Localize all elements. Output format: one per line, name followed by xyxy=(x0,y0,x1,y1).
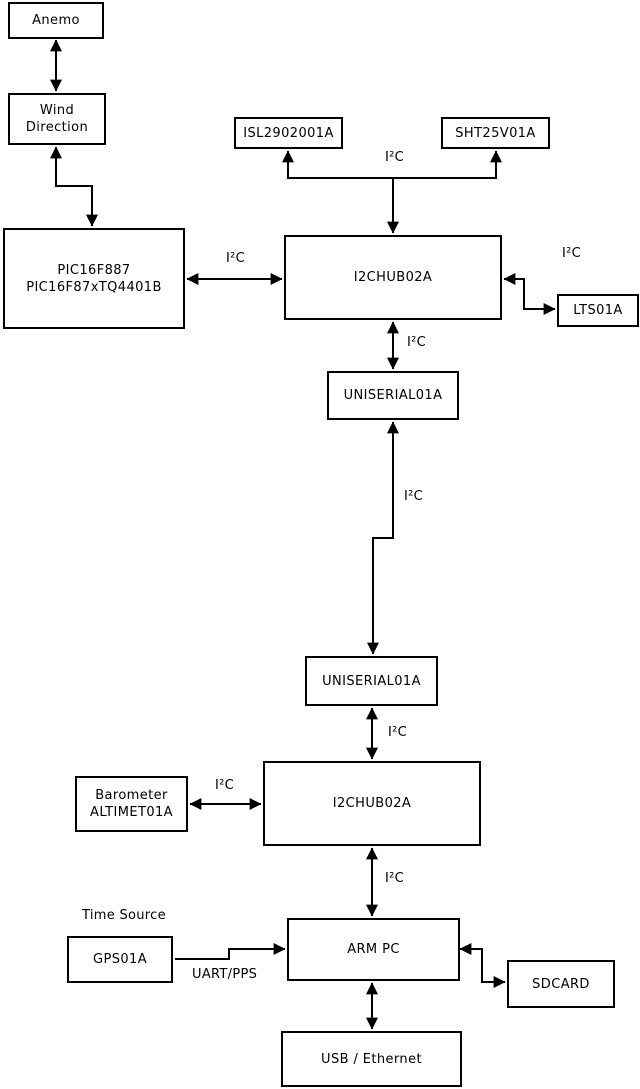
node-usb-ethernet-label: USB / Ethernet xyxy=(321,1051,422,1067)
node-usb-ethernet: USB / Ethernet xyxy=(281,1031,462,1087)
node-sdcard: SDCARD xyxy=(507,960,615,1008)
node-anemo: Anemo xyxy=(8,2,104,39)
edge-label-i2c-hub2-armpc: I²C xyxy=(385,871,405,886)
edge-label-i2c-uniserial2-hub2: I²C xyxy=(388,725,408,740)
node-wind-direction: Wind Direction xyxy=(8,93,106,145)
node-uniserial01a-bottom-label: UNISERIAL01A xyxy=(322,673,421,689)
node-pic16f887-label-line2: PIC16F87xTQ4401B xyxy=(26,279,162,295)
edge-label-time-source: Time Source xyxy=(82,908,166,923)
node-arm-pc-label: ARM PC xyxy=(347,942,400,957)
edge-hub1-lts xyxy=(503,273,556,315)
node-pic16f887-label-line1: PIC16F887 xyxy=(57,262,131,278)
edge-label-i2c-barometer-hub2: I²C xyxy=(215,778,235,793)
node-sdcard-label: SDCARD xyxy=(532,976,590,992)
node-i2chub02a-top-label: I2CHUB02A xyxy=(353,270,433,285)
edge-label-uart-pps: UART/PPS xyxy=(192,967,258,982)
node-uniserial01a-top: UNISERIAL01A xyxy=(327,371,459,420)
edge-bus-isl xyxy=(282,150,393,179)
edge-winddirection-pic xyxy=(50,146,98,227)
edge-label-i2c-sensor-bus: I²C xyxy=(385,150,405,165)
node-isl2902001a-label: ISL2902001A xyxy=(243,125,334,141)
node-barometer-label-line2: ALTIMET01A xyxy=(90,805,173,820)
edge-label-i2c-uniserial-link: I²C xyxy=(404,489,424,504)
node-isl2902001a: ISL2902001A xyxy=(234,117,343,149)
edge-uniserial1-uniserial2 xyxy=(367,421,399,655)
edge-label-i2c-hub1-uniserial1: I²C xyxy=(407,335,427,350)
edge-bus-sht xyxy=(393,150,502,179)
edge-gps-armpc xyxy=(175,943,286,960)
node-gps01a-label: GPS01A xyxy=(92,952,147,967)
edge-label-i2c-pic-hub1: I²C xyxy=(226,251,246,266)
node-i2chub02a-top: I2CHUB02A xyxy=(284,235,502,320)
node-pic16f887: PIC16F887 PIC16F87xTQ4401B xyxy=(3,228,185,329)
node-sht25v01a: SHT25V01A xyxy=(441,117,550,149)
node-anemo-label: Anemo xyxy=(32,13,80,28)
node-barometer-altimet01a: Barometer ALTIMET01A xyxy=(75,776,188,832)
node-i2chub02a-bottom-label: I2CHUB02A xyxy=(332,796,412,811)
node-i2chub02a-bottom: I2CHUB02A xyxy=(263,761,481,846)
node-arm-pc: ARM PC xyxy=(287,918,460,981)
node-wind-direction-label-line2: Direction xyxy=(25,120,89,135)
node-uniserial01a-top-label: UNISERIAL01A xyxy=(343,388,443,403)
node-uniserial01a-bottom: UNISERIAL01A xyxy=(305,656,438,706)
node-gps01a: GPS01A xyxy=(67,936,173,983)
node-lts01a-label: LTS01A xyxy=(573,303,623,318)
node-lts01a: LTS01A xyxy=(557,294,639,327)
node-barometer-label-line1: Barometer xyxy=(95,788,168,803)
node-sht25v01a-label: SHT25V01A xyxy=(455,125,536,141)
node-wind-direction-label-line1: Wind xyxy=(39,103,75,118)
edge-label-i2c-hub1-lts: I²C xyxy=(562,246,582,261)
edge-armpc-sdcard xyxy=(459,943,506,988)
